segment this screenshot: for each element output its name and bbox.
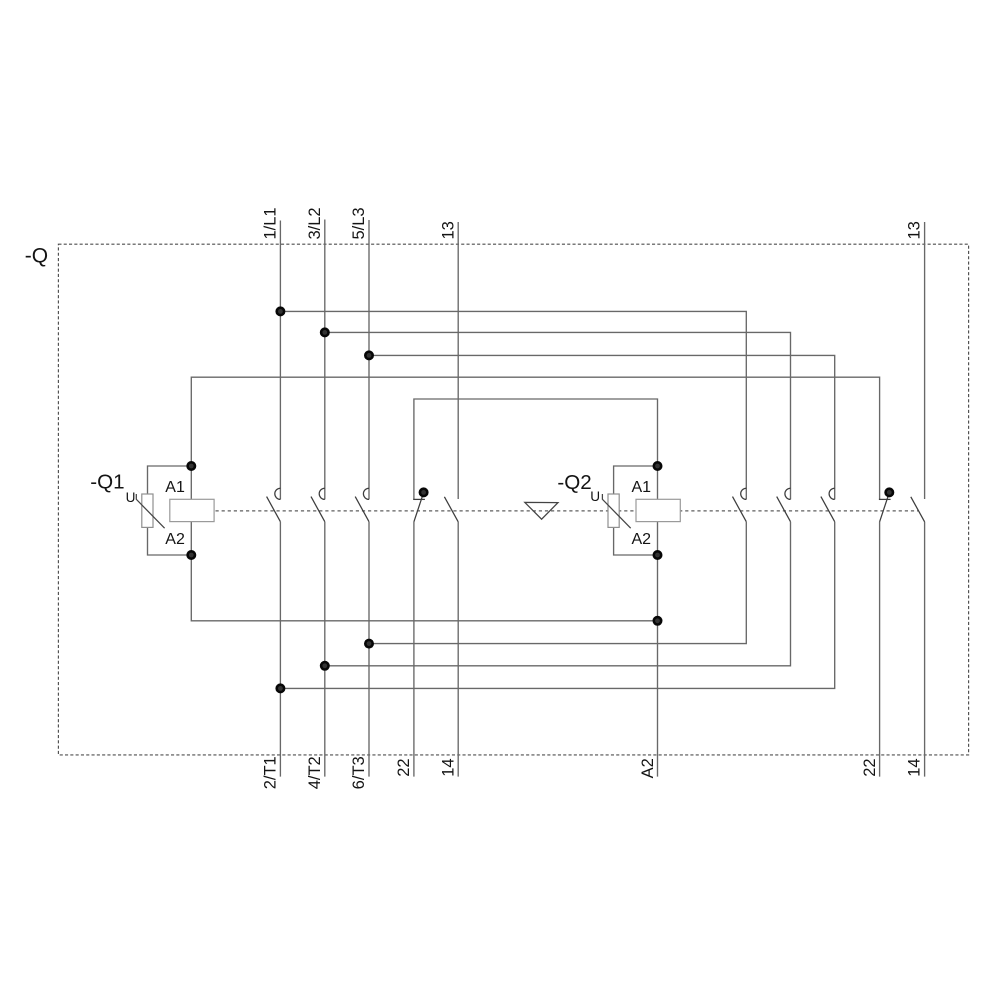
svg-text:3/L2: 3/L2 bbox=[306, 207, 324, 239]
svg-text:1/L1: 1/L1 bbox=[262, 207, 280, 239]
svg-text:5/L3: 5/L3 bbox=[350, 207, 368, 239]
svg-text:4/T2: 4/T2 bbox=[306, 756, 324, 789]
svg-text:2/T1: 2/T1 bbox=[262, 756, 280, 789]
svg-text:14: 14 bbox=[439, 758, 457, 776]
svg-text:-Q: -Q bbox=[25, 244, 48, 267]
svg-text:A1: A1 bbox=[165, 479, 185, 496]
svg-text:14: 14 bbox=[906, 758, 924, 776]
svg-text:22: 22 bbox=[395, 758, 413, 776]
svg-text:6/T3: 6/T3 bbox=[350, 756, 368, 789]
svg-text:-Q2: -Q2 bbox=[557, 471, 591, 494]
svg-text:13: 13 bbox=[906, 221, 924, 239]
svg-text:13: 13 bbox=[439, 221, 457, 239]
svg-text:A2: A2 bbox=[165, 531, 185, 548]
svg-text:-Q1: -Q1 bbox=[90, 471, 124, 494]
svg-text:22: 22 bbox=[861, 758, 879, 776]
svg-text:U: U bbox=[126, 490, 136, 505]
svg-text:A2: A2 bbox=[639, 758, 657, 778]
svg-text:U: U bbox=[590, 489, 600, 504]
svg-text:A2: A2 bbox=[632, 531, 652, 548]
svg-text:A1: A1 bbox=[632, 479, 652, 496]
